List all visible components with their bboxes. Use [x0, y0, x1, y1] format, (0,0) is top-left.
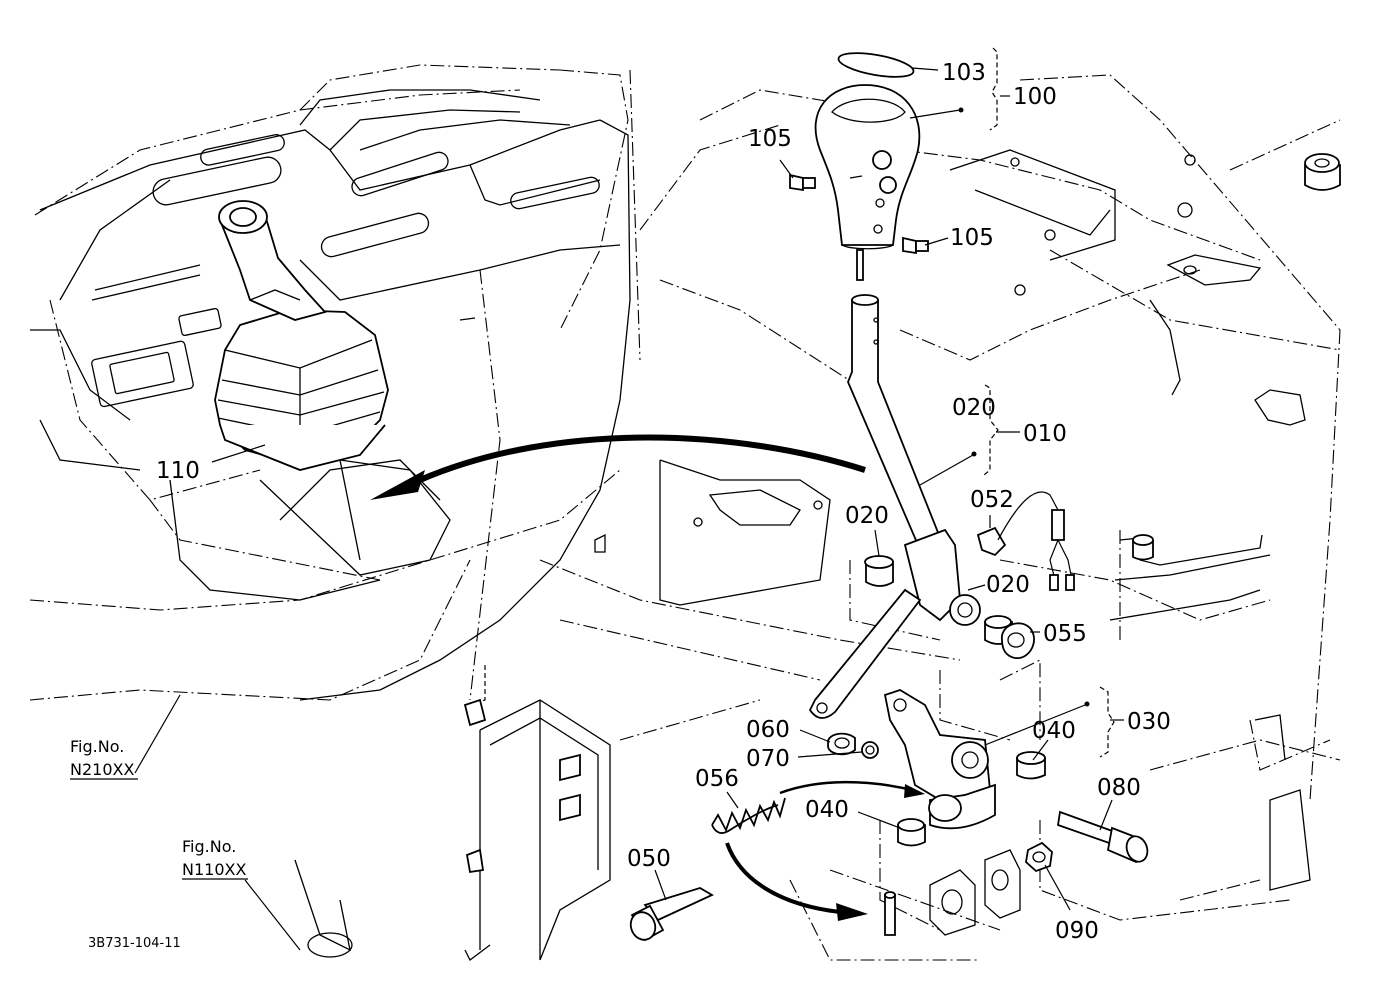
console-panel: [30, 89, 631, 701]
spring: [711, 797, 786, 834]
background-structure: [29, 64, 1341, 961]
fig-ref-1-prefix: Fig.No.: [70, 737, 124, 756]
assembly-brackets: [983, 47, 1115, 758]
label-055: 055: [1043, 621, 1087, 647]
pedestal-column: [294, 665, 611, 961]
label-010: 010: [1023, 421, 1067, 447]
label-020-right: 020: [986, 572, 1030, 598]
fig-ref-2-code: N110XX: [182, 860, 246, 879]
document-code: 3B731-104-11: [88, 936, 181, 951]
label-103: 103: [942, 60, 986, 86]
fig-ref-1-code: N210XX: [70, 760, 134, 779]
lever-assembly: [808, 294, 1075, 719]
grip-assembly: [789, 52, 929, 281]
assembly-arrows: [370, 434, 925, 921]
fig-ref-2-prefix: Fig.No.: [182, 837, 236, 856]
joystick-boot: [214, 200, 389, 471]
figure-references: Fig.No. N210XX Fig.No. N110XX: [70, 737, 248, 880]
label-070: 070: [746, 746, 790, 772]
label-080: 080: [1097, 775, 1141, 801]
label-060: 060: [746, 717, 790, 743]
label-110: 110: [156, 458, 200, 484]
label-020-upper: 020: [952, 395, 996, 421]
label-040-lower: 040: [805, 797, 849, 823]
label-105-top: 105: [748, 126, 792, 152]
label-030: 030: [1127, 709, 1171, 735]
frame-structure: [594, 149, 1341, 891]
label-090: 090: [1055, 918, 1099, 944]
leader-lines: [134, 67, 1124, 951]
label-105-right: 105: [950, 225, 994, 251]
label-056: 056: [695, 766, 739, 792]
label-040-right: 040: [1032, 718, 1076, 744]
label-052: 052: [970, 487, 1014, 513]
label-020-left: 020: [845, 503, 889, 529]
label-050: 050: [627, 846, 671, 872]
part-labels: 103 100 105 105 020 010 110 020 052 020 …: [156, 60, 1171, 944]
linkage-assembly: [629, 689, 1149, 942]
label-100: 100: [1013, 84, 1057, 110]
